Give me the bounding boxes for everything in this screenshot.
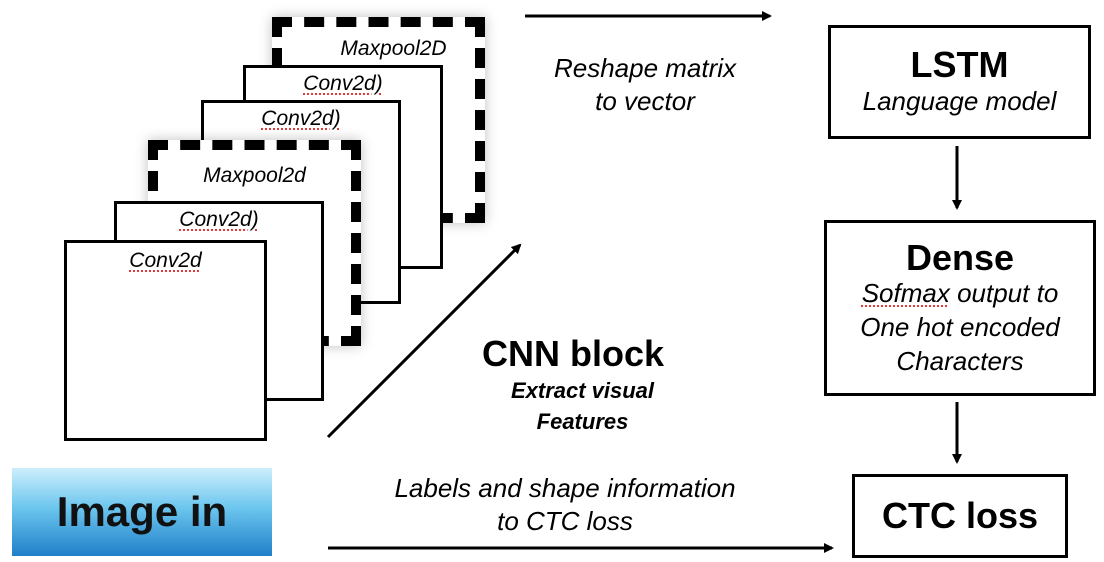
ctc-loss-title: CTC loss (881, 495, 1039, 537)
lstm-subtitle: Language model (862, 85, 1057, 116)
dense-line2: One hot encoded (860, 311, 1060, 342)
cnn-layer-conv2d-front: Conv2d (64, 240, 267, 441)
lstm-box: LSTM Language model (828, 25, 1091, 139)
cnn-layer-label: Conv2d) (303, 72, 383, 95)
cnn-layer-label: Maxpool2D (340, 37, 447, 60)
cnn-layer-label: Conv2d (129, 249, 202, 272)
image-in-box: Image in (12, 468, 272, 556)
labels-caption: Labels and shape information to CTC loss (394, 473, 736, 536)
cnn-layer-label: Conv2d) (179, 208, 259, 231)
cnn-block-title: CNN block (482, 333, 665, 374)
dense-line3: Characters (896, 345, 1024, 376)
reshape-caption: Reshape matrix to vector (553, 53, 737, 116)
cnn-layer-label: Conv2d) (261, 107, 341, 130)
cnn-to-reshape-arrow (326, 243, 522, 439)
image-in-label: Image in (56, 488, 228, 535)
cnn-block-subtitle: Extract visual Features (510, 378, 655, 434)
cnn-layer-label: Maxpool2d (203, 164, 306, 187)
lstm-title: LSTM (910, 44, 1009, 86)
ctc-loss-box: CTC loss (852, 474, 1068, 558)
dense-box: Dense Sofmax output to One hot encoded C… (824, 220, 1096, 396)
dense-title: Dense (905, 236, 1015, 278)
dense-line1: Sofmax output to (861, 278, 1059, 309)
